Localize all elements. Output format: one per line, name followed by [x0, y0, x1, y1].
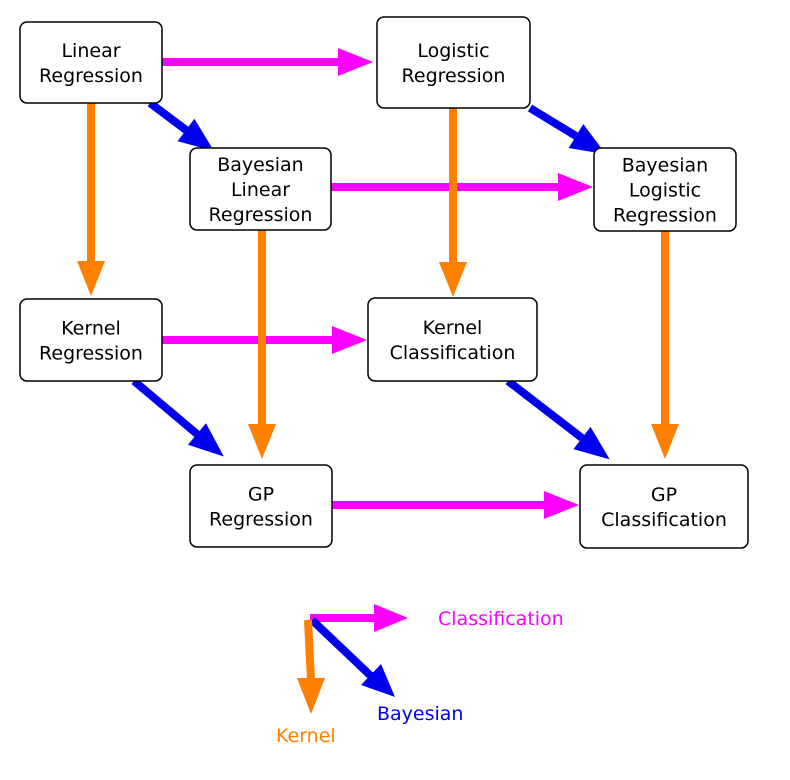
edge-classification-linear_regression-to-logistic_regression — [162, 48, 373, 76]
edges-layer — [77, 48, 679, 519]
edge-shaft — [131, 377, 200, 438]
node-label-line: Kernel — [61, 318, 121, 340]
node-label-line: Regression — [209, 509, 313, 531]
legend-kernel-arrowhead — [297, 678, 325, 714]
legend-bayesian-label: Bayesian — [377, 703, 463, 725]
node-label-line: Regression — [39, 343, 143, 365]
legend-kernel-shaft — [304, 619, 315, 681]
edge-arrowhead — [573, 426, 610, 460]
node-label-line: Regression — [39, 65, 143, 87]
node-box — [19, 21, 163, 104]
edge-arrowhead — [248, 424, 276, 459]
node-label-line: Linear — [231, 179, 290, 201]
legend-classification-label: Classification — [438, 608, 564, 630]
legend-bayesian-arrowhead — [361, 664, 395, 697]
node-box — [579, 464, 749, 549]
edge-arrowhead — [332, 326, 367, 354]
node-box — [189, 464, 333, 548]
node-label-line: GP — [248, 484, 274, 506]
node-label-line: Bayesian — [217, 154, 303, 176]
node-label-line: Logistic — [417, 40, 489, 62]
edge-kernel-bayesian_linear_regression-to-gp_regression — [248, 230, 276, 459]
edge-shaft — [147, 99, 189, 134]
node-box — [593, 147, 737, 232]
nodes-layer: LinearRegressionLogisticRegressionBayesi… — [19, 16, 749, 549]
node-label-line: Bayesian — [622, 155, 708, 177]
node-gp-classification: GP Classification — [579, 464, 749, 549]
edge-arrowhead — [651, 424, 679, 459]
node-label-line: Regression — [209, 204, 313, 226]
node-label-line: Classification — [390, 342, 516, 364]
node-label-line: Regression — [613, 205, 717, 227]
node-gp-regression: GP Regression — [189, 464, 333, 548]
legend-bayesian-shaft — [309, 617, 375, 680]
edge-arrowhead — [544, 491, 579, 519]
edge-arrowhead — [439, 262, 467, 297]
edge-classification-kernel_regression-to-kernel_classification — [162, 326, 367, 354]
edge-arrowhead — [187, 423, 224, 457]
node-box — [367, 297, 538, 382]
node-label-line: Linear — [61, 40, 120, 62]
edge-kernel-linear_regression-to-kernel_regression — [77, 103, 105, 296]
edge-classification-gp_regression-to-gp_classification — [332, 491, 579, 519]
edge-kernel-bayesian_logistic_regression-to-gp_classification — [651, 231, 679, 459]
node-box — [19, 298, 163, 382]
edge-shaft — [527, 104, 579, 140]
edge-kernel-logistic_regression-to-kernel_classification — [439, 108, 467, 297]
edge-arrowhead — [558, 173, 593, 201]
node-box — [376, 16, 531, 109]
node-label-line: Logistic — [629, 180, 701, 202]
edge-bayesian-linear_regression-to-bayesian_linear_regression — [147, 99, 214, 151]
edge-arrowhead — [77, 261, 105, 296]
edge-bayesian-kernel_classification-to-gp_classification — [505, 377, 610, 460]
edge-arrowhead — [338, 48, 373, 76]
edge-classification-bayesian_linear_regression-to-bayesian_logistic_regression — [331, 173, 593, 201]
node-label-line: Regression — [402, 65, 506, 87]
edge-bayesian-logistic_regression-to-bayesian_logistic_regression — [527, 104, 606, 155]
edge-shaft — [505, 377, 585, 442]
edge-arrowhead — [177, 118, 214, 151]
edge-bayesian-kernel_regression-to-gp_regression — [131, 377, 224, 457]
node-label-line: GP — [651, 484, 677, 506]
node-label-line: Kernel — [423, 317, 483, 339]
legend-kernel-label: Kernel — [276, 725, 336, 747]
edge-arrowhead — [568, 124, 606, 155]
legend: Classification Bayesian Kernel — [276, 604, 564, 747]
node-label-line: Classification — [601, 509, 727, 531]
legend-classification-arrowhead — [374, 604, 408, 632]
node-box — [189, 147, 332, 231]
